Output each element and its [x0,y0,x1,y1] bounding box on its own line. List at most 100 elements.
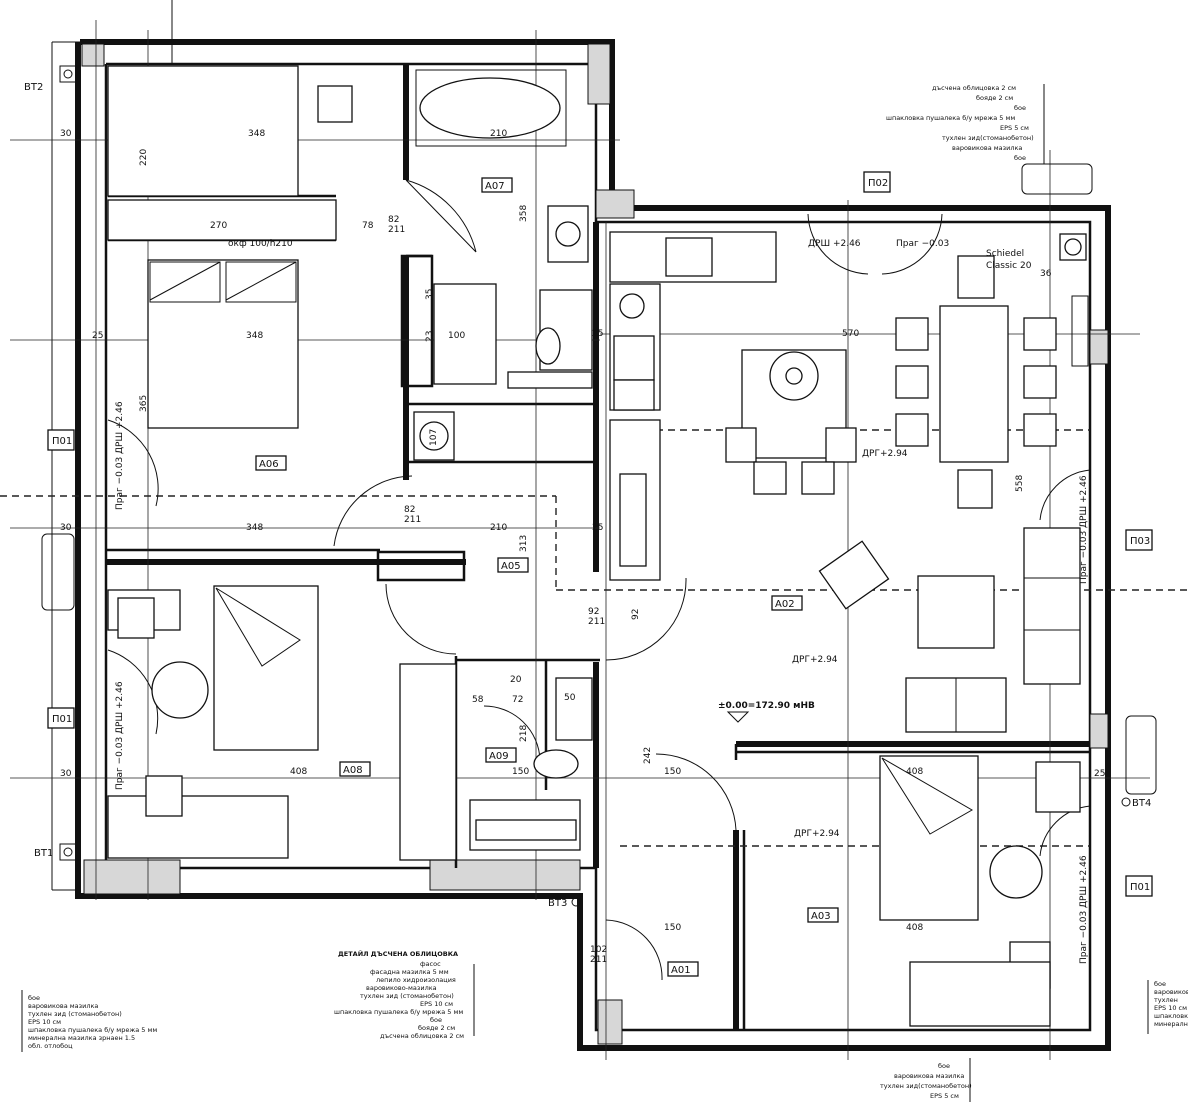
svg-text:EPS 5 см: EPS 5 см [1000,124,1029,132]
svg-text:бое: бое [938,1062,950,1070]
svg-text:лепило хидроизолация: лепило хидроизолация [376,976,456,984]
svg-text:±0.00=172.90 мНВ: ±0.00=172.90 мНВ [718,701,815,711]
svg-text:ДЕТАЙЛ ДЪСЧЕНА ОБЛИЦОВКА: ДЕТАЙЛ ДЪСЧЕНА ОБЛИЦОВКА [338,949,458,958]
svg-text:фасос: фасос [420,960,441,968]
riser-bt1: ВТ1 [34,843,77,861]
svg-text:варовикова: варовикова [1154,988,1188,996]
svg-text:Праг −0.03 ДРШ +2.46: Праг −0.03 ДРШ +2.46 [1079,855,1089,964]
svg-text:150: 150 [512,767,529,777]
svg-text:100: 100 [448,331,465,341]
svg-text:ВТ3: ВТ3 [548,898,567,909]
svg-text:58: 58 [472,695,484,705]
svg-text:бое: бое [1154,980,1166,988]
svg-text:92: 92 [588,607,599,617]
svg-text:150: 150 [664,923,681,933]
svg-text:570: 570 [842,329,859,339]
svg-text:бое: бое [1014,154,1026,162]
svg-text:A03: A03 [811,911,831,922]
svg-text:П03: П03 [1130,536,1150,547]
svg-text:Classic 20: Classic 20 [986,261,1032,271]
svg-text:П01: П01 [1130,882,1150,893]
annotations: окф 100/h210 ДРШ +2.46 Праг −0.03 Schied… [115,239,1089,964]
svg-text:ВТ1: ВТ1 [34,848,53,859]
svg-text:23: 23 [425,331,435,342]
svg-text:365: 365 [139,395,149,412]
svg-text:220: 220 [139,149,149,166]
svg-text:210: 210 [490,523,507,533]
svg-text:окф 100/h210: окф 100/h210 [228,239,293,249]
window-tag-p01-mid: П01 [47,707,75,729]
svg-text:Праг −0.03: Праг −0.03 [896,239,949,249]
svg-text:35: 35 [425,289,435,300]
svg-text:25: 25 [92,331,103,341]
svg-text:150: 150 [664,767,681,777]
svg-text:ВТ2: ВТ2 [24,82,43,93]
room-tag-a09: A09 [485,747,517,763]
svg-text:107: 107 [429,429,439,446]
svg-text:тухлен зид(стоманобетон): тухлен зид(стоманобетон) [942,134,1034,142]
svg-text:EPS 10 см: EPS 10 см [420,1000,453,1008]
svg-text:270: 270 [210,221,227,231]
svg-text:408: 408 [290,767,307,777]
svg-text:EPS 10 см: EPS 10 см [28,1018,61,1026]
svg-text:25: 25 [592,523,603,533]
riser-bt3: ВТ3 [548,897,581,909]
svg-text:408: 408 [906,923,923,933]
svg-text:50: 50 [564,693,576,703]
svg-text:минерална: минерална [1154,1020,1188,1028]
svg-text:бояде 2 см: бояде 2 см [418,1024,455,1032]
svg-text:ВТ4: ВТ4 [1132,798,1151,809]
svg-text:EPS 10 см: EPS 10 см [1154,1004,1187,1012]
svg-text:A01: A01 [671,965,691,976]
svg-text:Schiedel: Schiedel [986,249,1024,259]
room-tag-a02: A02 [771,595,803,611]
svg-text:A06: A06 [259,459,279,470]
window-tag-p02: П02 [863,171,891,193]
room-tag-a03: A03 [807,907,839,923]
svg-text:бое: бое [28,994,40,1002]
insulation-blocks [81,43,1109,1045]
window-tag-p01-right: П01 [1125,875,1153,897]
svg-text:бое: бое [1014,104,1026,112]
svg-text:шпакловка пушалека б/у мрежа 5: шпакловка пушалека б/у мрежа 5 мм [886,114,1015,122]
svg-text:варовикова мазилка: варовикова мазилка [952,144,1022,152]
legend-bottom-center: бое варовикова мазилка тухлен зид(стоман… [880,1058,972,1102]
svg-text:П02: П02 [868,178,888,189]
window-frames [41,163,1157,795]
svg-text:варовикова мазилка: варовикова мазилка [28,1002,98,1010]
svg-text:Праг −0.03 ДРШ +2.46: Праг −0.03 ДРШ +2.46 [115,681,125,790]
room-tag-a06: A06 [255,455,287,471]
svg-text:25: 25 [1094,769,1105,779]
svg-text:дъсчена облицовка 2 см: дъсчена облицовка 2 см [380,1032,464,1040]
svg-text:82: 82 [404,505,415,515]
svg-text:102: 102 [590,945,607,955]
svg-text:A07: A07 [485,181,505,192]
svg-text:EPS 5 см: EPS 5 см [930,1092,959,1100]
svg-text:шпакловка: шпакловка [1154,1012,1188,1020]
svg-text:фасадна мазилка 5 мм: фасадна мазилка 5 мм [370,968,449,976]
svg-text:ДРШ +2.46: ДРШ +2.46 [808,239,861,249]
svg-text:30: 30 [60,523,72,533]
svg-text:минерална мазилка зрнаен 1.5: минерална мазилка зрнаен 1.5 [28,1034,135,1042]
svg-text:25: 25 [592,329,603,339]
svg-text:ДРГ+2.94: ДРГ+2.94 [862,449,908,459]
outer-walls [51,39,1111,1051]
svg-text:тухлен зид (стоманобетон): тухлен зид (стоманобетон) [28,1010,122,1018]
svg-text:78: 78 [362,221,374,231]
svg-text:A09: A09 [489,751,509,762]
room-tag-a08: A08 [339,761,371,777]
svg-text:дъсчена облицовка 2 см: дъсчена облицовка 2 см [932,84,1016,92]
door-swings [107,179,1091,981]
svg-text:A08: A08 [343,765,363,776]
room-tag-a01: A01 [667,961,699,977]
svg-text:бояде 2 см: бояде 2 см [976,94,1013,102]
svg-text:бое: бое [430,1016,442,1024]
svg-text:348: 348 [246,331,263,341]
furniture [107,65,1087,1027]
dimension-labels: 348 210 220 270 78 82 211 358 348 23 100… [60,129,1105,965]
svg-text:210: 210 [490,129,507,139]
svg-text:A02: A02 [775,599,795,610]
svg-text:558: 558 [1015,475,1025,492]
legend-top-right: дъсчена облицовка 2 см бояде 2 см бое шп… [886,84,1045,164]
